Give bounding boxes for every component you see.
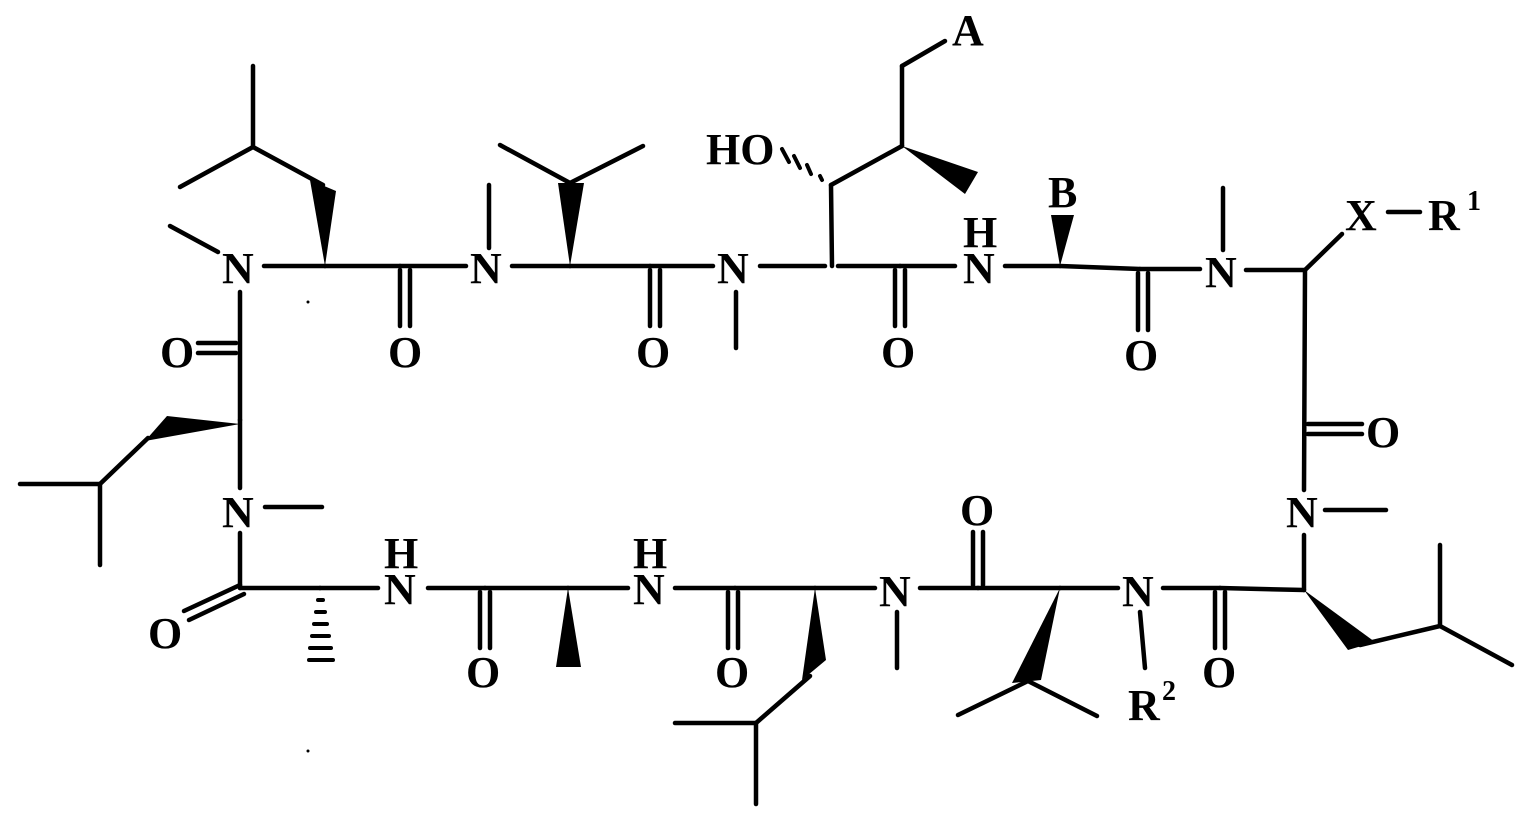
side-chain-meleu-1 bbox=[177, 63, 336, 266]
atom-labels: N N N H N N O O O O A HO B X R 1 O N O N… bbox=[148, 6, 1481, 730]
label-n2: N bbox=[470, 244, 502, 293]
label-h4: H bbox=[963, 208, 997, 257]
label-b: B bbox=[1048, 168, 1077, 217]
scan-speck bbox=[306, 749, 310, 753]
bottom-backbone bbox=[237, 529, 1307, 671]
label-n1: N bbox=[222, 244, 254, 293]
label-o-right: O bbox=[1366, 408, 1400, 457]
side-chain-meleu-3 bbox=[672, 588, 826, 807]
top-backbone bbox=[167, 182, 1308, 351]
label-r2-superscript: 2 bbox=[1162, 676, 1176, 707]
label-n5: N bbox=[1205, 248, 1237, 297]
side-chain-meleu-2 bbox=[17, 416, 240, 568]
side-chain-b bbox=[1051, 215, 1074, 266]
label-o-b4: O bbox=[1202, 648, 1236, 697]
label-o4: O bbox=[1124, 331, 1158, 380]
right-side bbox=[1301, 209, 1423, 593]
label-n6: N bbox=[1286, 488, 1318, 537]
label-o-b3: O bbox=[960, 486, 994, 535]
label-ho: HO bbox=[706, 125, 774, 174]
label-o1: O bbox=[388, 328, 422, 377]
label-n-b4: N bbox=[1122, 567, 1154, 616]
label-x: X bbox=[1345, 191, 1377, 240]
label-h-b2: H bbox=[633, 529, 667, 578]
side-chain-meval bbox=[497, 142, 646, 266]
label-r1: R bbox=[1428, 191, 1461, 240]
side-chain-meleu-4 bbox=[1304, 542, 1515, 668]
side-chain-bmt bbox=[780, 38, 978, 269]
side-chain-val bbox=[955, 588, 1100, 719]
label-o-b1: O bbox=[466, 648, 500, 697]
label-n-b2: N bbox=[633, 565, 665, 614]
label-r2: R bbox=[1128, 681, 1161, 730]
label-n3: N bbox=[717, 244, 749, 293]
label-o3: O bbox=[881, 328, 915, 377]
label-h-b1: H bbox=[384, 529, 418, 578]
side-chain-d-ala bbox=[307, 598, 335, 662]
label-o-left-bottom: O bbox=[148, 609, 182, 658]
left-side bbox=[181, 289, 325, 623]
side-chain-ala bbox=[556, 588, 581, 667]
label-n-b1: N bbox=[384, 565, 416, 614]
label-a: A bbox=[952, 6, 984, 55]
label-o2: O bbox=[636, 328, 670, 377]
label-n-b3: N bbox=[879, 567, 911, 616]
scan-speck bbox=[306, 300, 310, 304]
label-n-left: N bbox=[222, 488, 254, 537]
label-o-b2: O bbox=[715, 648, 749, 697]
label-o-left-top: O bbox=[160, 328, 194, 377]
label-n4: N bbox=[963, 244, 995, 293]
label-r1-superscript: 1 bbox=[1467, 186, 1481, 217]
